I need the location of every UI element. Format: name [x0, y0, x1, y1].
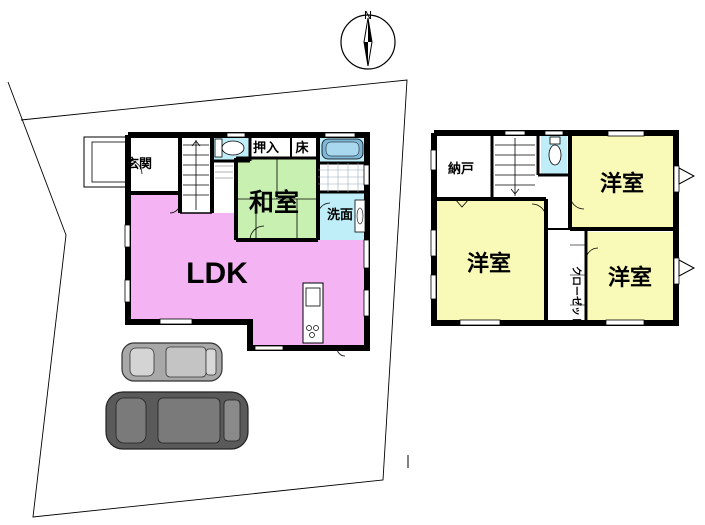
genkan-label: 玄関 [126, 156, 152, 172]
stairs-icon [495, 138, 535, 196]
compass-north-label: N [364, 9, 372, 22]
youshitsu-top-right [572, 135, 674, 227]
nando-label: 納戸 [448, 161, 474, 177]
toilet-icon [548, 136, 562, 166]
window-icon [124, 132, 370, 351]
oshiire-label: 押入 [253, 140, 279, 156]
youshitsu-bottom-right [588, 232, 674, 322]
car-icon [105, 342, 249, 450]
kitchen-counter [302, 282, 324, 344]
genkan-step [91, 141, 130, 183]
floor1: LDK 和室 玄関 押入 床 洗面 [83, 132, 370, 357]
stairs-icon [183, 140, 209, 210]
youshitsu-left [435, 200, 546, 322]
tatami-lines [236, 158, 318, 240]
youshitsu-left-label: 洋室 [467, 251, 511, 277]
site-boundary [7, 79, 408, 518]
compass-rose-icon: N [340, 9, 396, 70]
youshitsu-top-right-label: 洋室 [600, 171, 644, 197]
sink-icon [354, 199, 366, 233]
bathtub-icon [321, 138, 364, 160]
floor1-outer-wall [125, 132, 370, 351]
senmen-label: 洗面 [327, 207, 353, 223]
closet-area [570, 244, 586, 306]
ldk-label: LDK [186, 257, 248, 290]
door-swings-2f [454, 194, 599, 261]
floor2: 納戸 洋室 洋室 洋室 クローゼット [430, 130, 696, 326]
toilet-icon [214, 138, 245, 158]
toko-label: 床 [295, 140, 309, 156]
floor2-outer-wall [431, 130, 679, 326]
washitsu-label: 和室 [249, 188, 299, 217]
window-vent-markers [678, 167, 696, 277]
bath-floor [318, 163, 367, 192]
window-icon [430, 130, 680, 326]
door-swings-1f [127, 159, 346, 357]
youshitsu-bottom-right-label: 洋室 [608, 265, 652, 291]
closet-label: クローゼット [570, 266, 583, 326]
